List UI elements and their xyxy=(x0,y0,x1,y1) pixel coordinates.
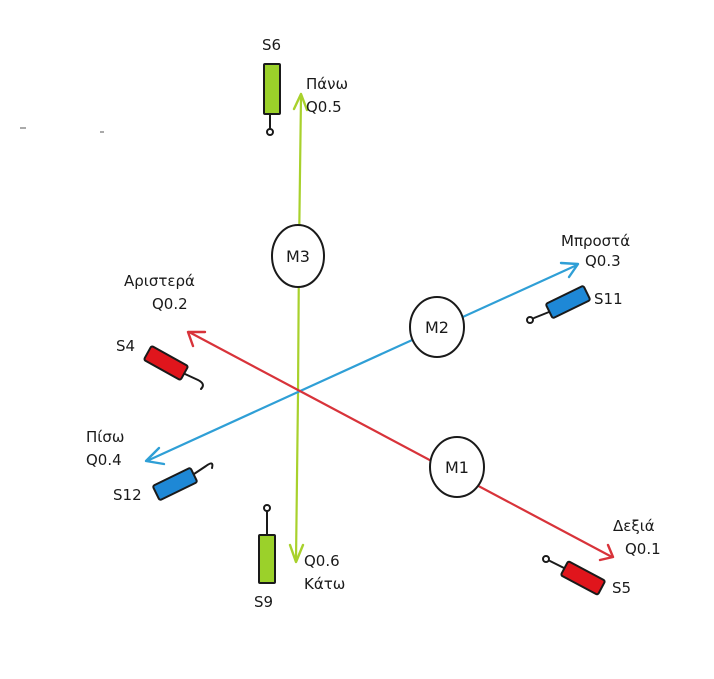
label-left-output: Q0.2 xyxy=(152,295,188,313)
z-axis-arrow-down xyxy=(288,543,305,564)
sensor-s4: S4 xyxy=(116,337,204,390)
label-up: Πάνω Q0.5 xyxy=(306,75,348,116)
label-down-output: Q0.6 xyxy=(304,552,340,570)
label-left: Αριστερά Q0.2 xyxy=(124,272,195,313)
sensor-s9-label: S9 xyxy=(254,593,273,611)
sensor-s4-label: S4 xyxy=(116,337,135,355)
x-axis xyxy=(186,330,615,562)
sensor-s12: S12 xyxy=(113,462,214,504)
label-front-name: Μπροστά xyxy=(561,232,630,250)
z-axis xyxy=(288,92,309,564)
y-axis xyxy=(144,261,580,466)
sensor-s9-body xyxy=(258,534,276,584)
sensor-s11-lever xyxy=(533,311,550,319)
sensor-s11-knob xyxy=(526,316,534,324)
label-right-output: Q0.1 xyxy=(625,540,661,558)
sensor-s11-body xyxy=(545,285,591,319)
sensor-s6-label: S6 xyxy=(262,36,281,54)
sensor-s5-lever xyxy=(549,560,565,569)
sensor-s4-body xyxy=(143,345,189,381)
motor-m1-circle xyxy=(429,436,485,498)
motor-m2-circle xyxy=(409,296,465,358)
y-axis-arrow-back xyxy=(144,446,166,466)
x-axis-line xyxy=(187,330,614,559)
sensor-s5-label: S5 xyxy=(612,579,631,597)
sensor-s5-body xyxy=(560,560,606,596)
sensor-s9: S9 xyxy=(254,504,276,611)
sensor-s11-label: S11 xyxy=(594,290,623,308)
label-left-name: Αριστερά xyxy=(124,272,195,290)
motor-m1-label: M1 xyxy=(445,458,469,477)
label-down: Q0.6 Κάτω xyxy=(304,552,345,593)
label-down-name: Κάτω xyxy=(304,575,345,593)
z-axis-line xyxy=(294,95,303,562)
motor-m2: M2 xyxy=(409,296,465,358)
label-back-name: Πίσω xyxy=(86,428,124,446)
motor-m3-circle xyxy=(271,224,325,288)
label-back: Πίσω Q0.4 xyxy=(86,428,124,469)
y-axis-line xyxy=(147,263,579,462)
sensor-s6: S6 xyxy=(262,36,281,136)
label-back-output: Q0.4 xyxy=(86,451,122,469)
y-axis-arrow-front xyxy=(559,261,580,279)
sensor-s11: S11 xyxy=(526,285,623,324)
sensor-s12-body xyxy=(152,467,198,501)
sensor-s5-knob xyxy=(542,555,550,563)
sensor-s6-body xyxy=(263,63,281,115)
x-axis-arrow-left xyxy=(186,330,207,348)
motor-m2-label: M2 xyxy=(425,318,449,337)
sensor-s4-lever xyxy=(184,373,204,390)
label-right: Δεξιά Q0.1 xyxy=(613,517,661,558)
sensor-s12-label: S12 xyxy=(113,486,142,504)
motor-m3-label: M3 xyxy=(286,247,310,266)
label-up-name: Πάνω xyxy=(306,75,348,93)
label-up-output: Q0.5 xyxy=(306,98,342,116)
label-front-output: Q0.3 xyxy=(585,252,621,270)
x-axis-arrow-right xyxy=(598,543,615,562)
label-front: Μπροστά Q0.3 xyxy=(561,232,630,270)
motor-m3: M3 xyxy=(271,224,325,288)
sensor-s12-lever xyxy=(193,462,214,475)
label-right-name: Δεξιά xyxy=(613,517,655,535)
motor-m1: M1 xyxy=(429,436,485,498)
sensor-s6-knob xyxy=(266,128,274,136)
sensor-s5: S5 xyxy=(542,555,631,597)
z-axis-arrow-up xyxy=(292,92,309,112)
